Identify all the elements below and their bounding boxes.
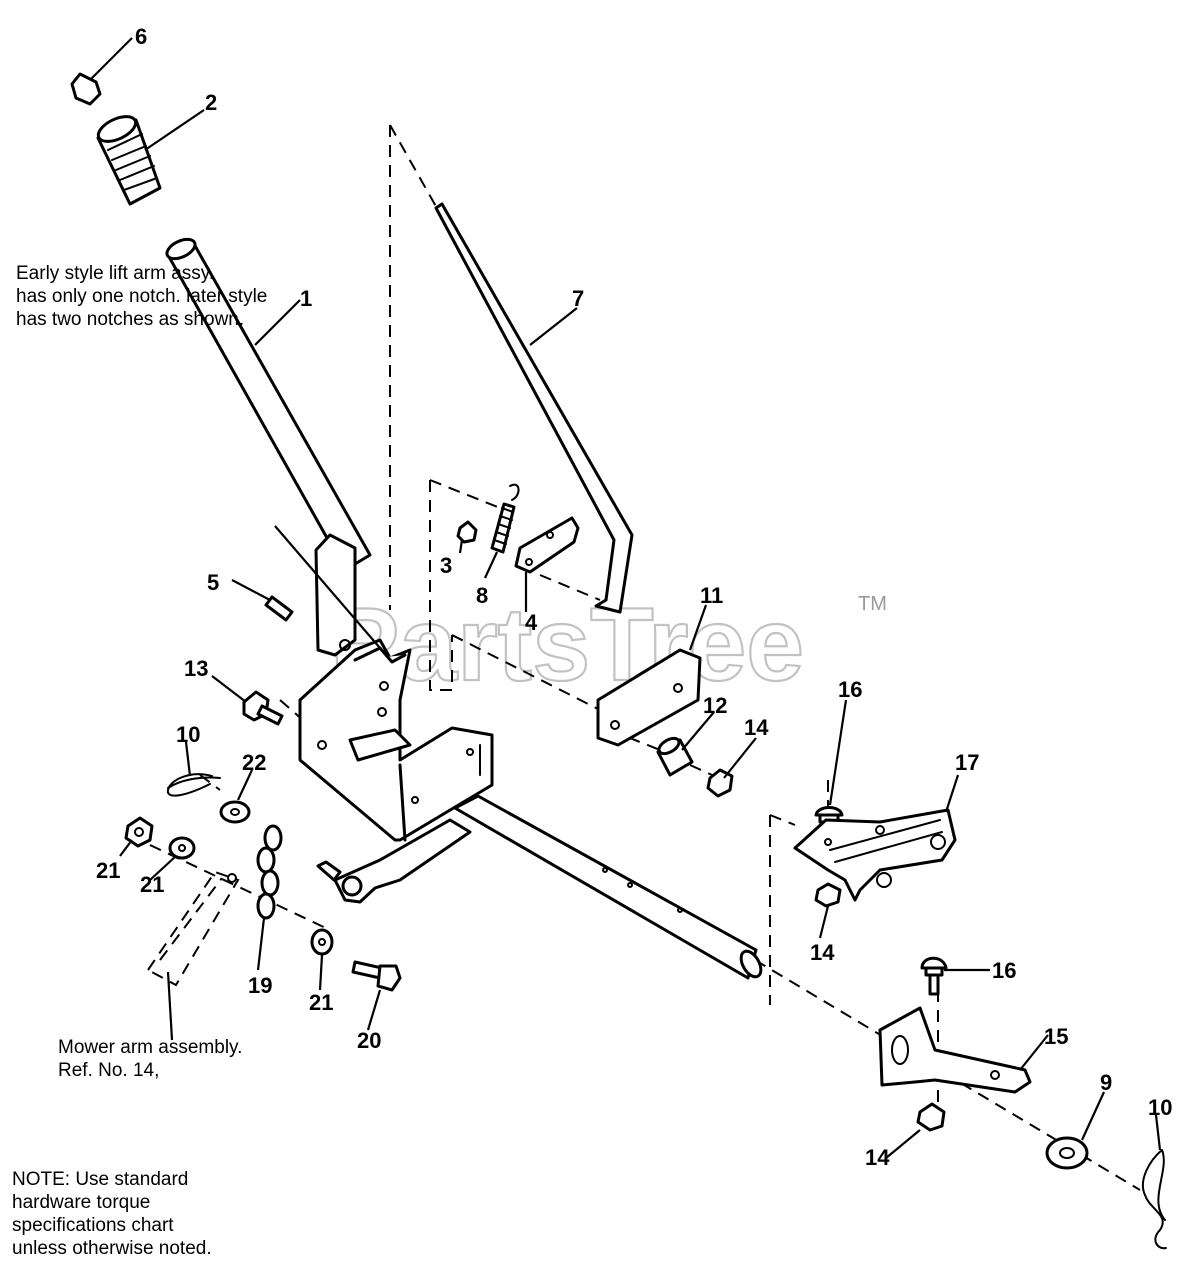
part-18-chain — [256, 824, 283, 920]
part-4-bracket — [514, 516, 580, 574]
part-9-washer — [1045, 1136, 1089, 1170]
callout-6: 6 — [135, 24, 147, 49]
callout-14a: 14 — [744, 715, 769, 740]
part-13-bolt — [242, 690, 284, 726]
callout-8: 8 — [476, 583, 488, 608]
part-12-spacer — [656, 736, 694, 777]
note-footer: NOTE: Use standard hardware torque speci… — [12, 1168, 212, 1260]
watermark: PartsTree TM — [329, 586, 887, 704]
part-21-washer-left — [168, 836, 196, 860]
note-mower-arm: Mower arm assembly. Ref. No. 14, — [58, 1036, 242, 1082]
part-15-bracket — [878, 1006, 1032, 1094]
callout-14b: 14 — [810, 940, 835, 965]
watermark-tm: TM — [858, 593, 887, 615]
callout-1: 1 — [300, 286, 312, 311]
note-mower-arm-line-1: Mower arm assembly. — [58, 1037, 243, 1058]
callout-3: 3 — [440, 553, 452, 578]
callout-7: 7 — [572, 286, 584, 311]
part-11-bracket — [596, 648, 702, 747]
watermark-text: PartsTree — [330, 587, 804, 703]
callout-22: 22 — [242, 750, 266, 775]
part-17-bracket — [793, 808, 957, 902]
callout-2: 2 — [205, 90, 217, 115]
note-early-style: Early style lift arm assy. has only one … — [16, 262, 267, 331]
part-19-bolt — [351, 960, 402, 992]
callout-16b: 16 — [992, 958, 1016, 983]
callout-12: 12 — [703, 693, 727, 718]
note-footer-line-4: unless otherwise noted. — [12, 1238, 212, 1259]
part-16-bolt-lower — [920, 956, 948, 996]
note-mower-arm-line-2: Ref. No. 14, — [58, 1060, 160, 1081]
callout-17: 17 — [955, 750, 979, 775]
callout-10b: 10 — [1148, 1095, 1172, 1120]
mower-arm-phantom — [146, 870, 240, 987]
part-14-nut-lower — [916, 1102, 946, 1132]
callout-21b: 21 — [309, 990, 333, 1015]
callout-14c: 14 — [865, 1145, 890, 1170]
part-6-cap — [70, 72, 102, 106]
part-21-washer-lower — [310, 928, 334, 956]
part-10-clip-left — [166, 773, 221, 797]
callout-21a: 21 — [140, 872, 164, 897]
note-footer-line-2: hardware torque — [12, 1192, 151, 1213]
callout-10a: 10 — [176, 722, 200, 747]
part-14-nut-middle — [814, 882, 842, 908]
note-footer-line-3: specifications chart — [12, 1215, 174, 1236]
callout-19: 20 — [357, 1028, 381, 1053]
part-2-grip — [96, 115, 162, 206]
part-20-nut — [124, 816, 154, 848]
note-early-style-line-2: has only one notch. later style — [16, 286, 268, 307]
note-footer-line-1: NOTE: Use standard — [12, 1169, 189, 1190]
note-early-style-line-1: Early style lift arm assy. — [16, 263, 215, 284]
part-22-washer — [219, 800, 251, 824]
part-1-handle-tube — [165, 237, 372, 572]
callout-5: 5 — [207, 570, 219, 595]
part-7-lift-rod — [434, 202, 634, 614]
callout-20: 21 — [96, 858, 120, 883]
callout-11: 11 — [700, 583, 723, 608]
part-8-spring — [490, 483, 520, 554]
part-5-pin — [264, 595, 294, 622]
part-10-clip-right — [1142, 1149, 1167, 1250]
note-early-style-line-3: has two notches as shown. — [16, 309, 245, 330]
callout-13: 13 — [184, 656, 208, 681]
callout-18: 19 — [248, 973, 272, 998]
callouts: 6 2 1 7 3 8 4 5 11 13 10 22 12 14 16 17 … — [96, 24, 1172, 1170]
callout-9: 9 — [1100, 1070, 1112, 1095]
leader-lines — [89, 37, 1162, 1159]
callout-16a: 16 — [838, 677, 862, 702]
part-3-nut — [456, 520, 478, 544]
callout-4: 4 — [525, 610, 538, 635]
callout-15: 15 — [1044, 1024, 1068, 1049]
